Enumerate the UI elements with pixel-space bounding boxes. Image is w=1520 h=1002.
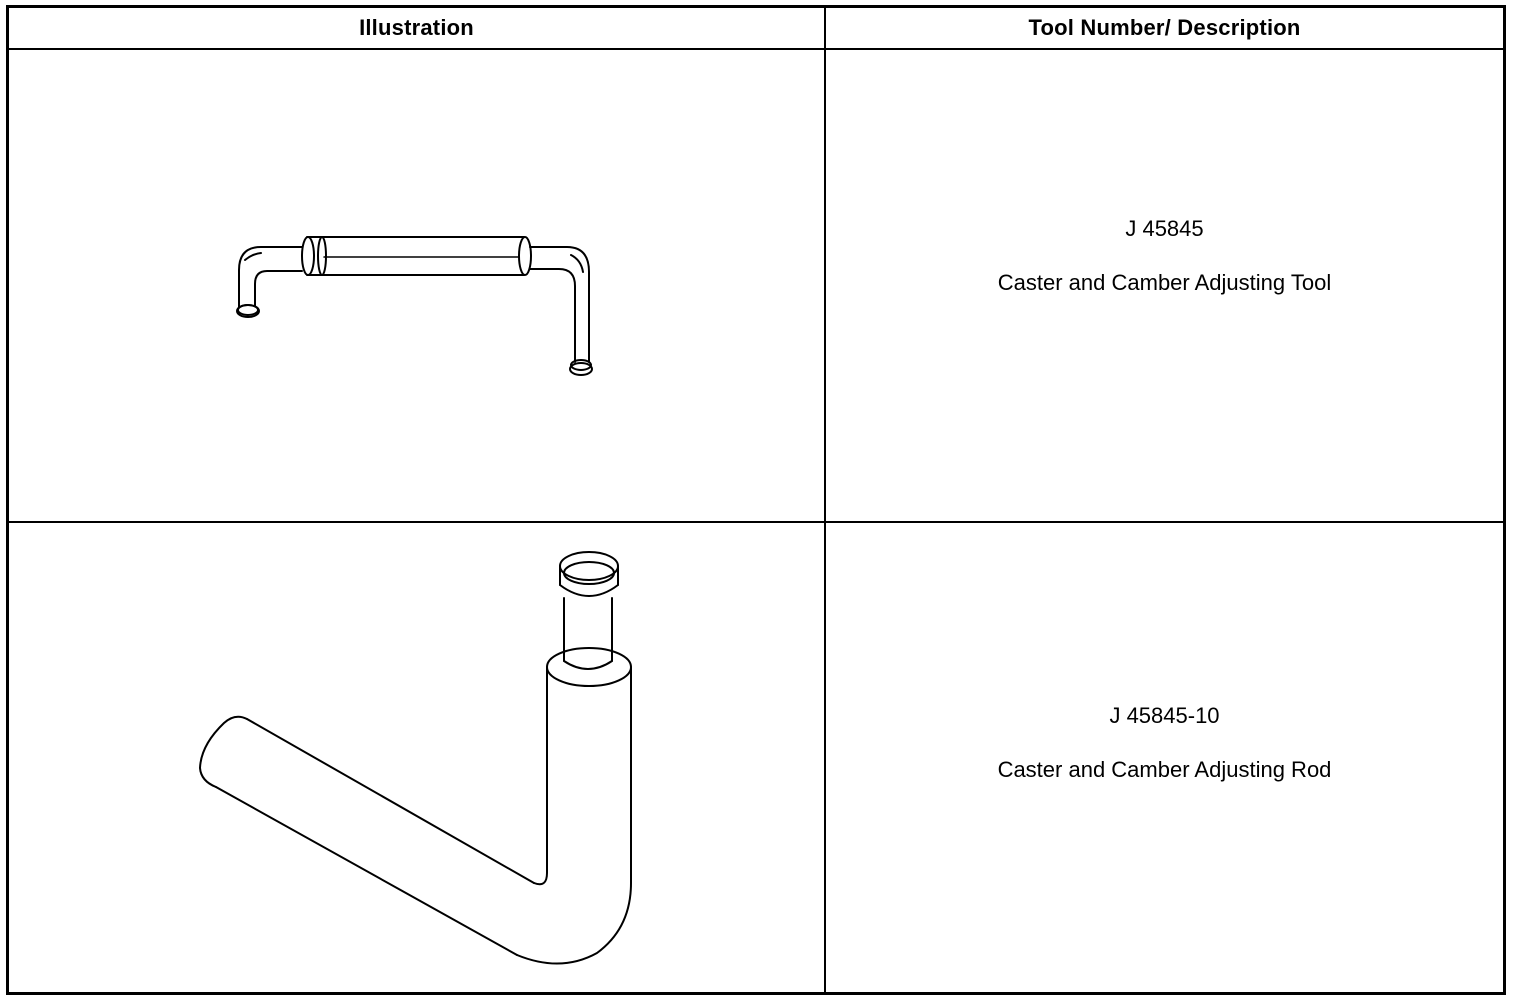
illustration-cell	[9, 50, 826, 521]
tool-number: J 45845-10	[1109, 702, 1220, 728]
table-header-row: Illustration Tool Number/ Description	[9, 8, 1503, 50]
tool-description: Caster and Camber Adjusting Tool	[997, 269, 1332, 295]
tool-number: J 45845	[1125, 215, 1204, 241]
table-row: J 45845 Caster and Camber Adjusting Tool	[9, 50, 1503, 523]
table-row: J 45845-10 Caster and Camber Adjusting R…	[9, 523, 1503, 992]
tool-description: Caster and Camber Adjusting Rod	[997, 756, 1332, 782]
description-cell: J 45845-10 Caster and Camber Adjusting R…	[826, 523, 1503, 992]
special-tools-table: Illustration Tool Number/ Description	[6, 5, 1506, 995]
offset-bar-tool-icon	[236, 236, 593, 376]
bent-rod-icon	[199, 551, 632, 965]
illustration-cell	[9, 523, 826, 992]
description-cell: J 45845 Caster and Camber Adjusting Tool	[826, 50, 1503, 521]
header-illustration: Illustration	[9, 8, 826, 48]
header-tool-number-description: Tool Number/ Description	[1028, 15, 1301, 40]
